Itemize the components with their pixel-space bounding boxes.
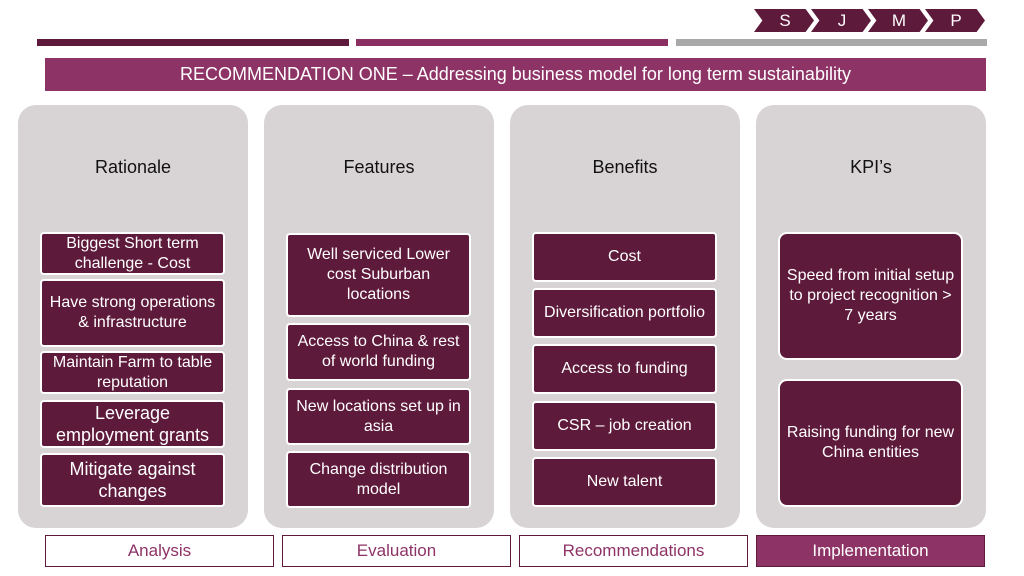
rationale-item-4: Leverage employment grants	[40, 400, 225, 448]
chevron-p[interactable]: P	[925, 9, 985, 32]
features-panel: Features Well serviced Lower cost Suburb…	[264, 105, 494, 528]
chevron-j[interactable]: J	[811, 9, 871, 32]
kpis-title: KPI’s	[850, 157, 892, 177]
stage-chevron-nav: S J M P	[754, 9, 985, 32]
chevron-s[interactable]: S	[754, 9, 814, 32]
benefits-item-3: Access to funding	[532, 344, 717, 394]
kpi-item-2: Raising funding for new China entities	[778, 379, 963, 507]
rationale-title: Rationale	[94, 157, 172, 177]
features-item-1: Well serviced Lower cost Suburban locati…	[286, 233, 471, 317]
progress-bar-segment-3	[676, 39, 987, 46]
tab-analysis[interactable]: Analysis	[45, 535, 274, 567]
tab-implementation[interactable]: Implementation	[756, 535, 985, 567]
chevron-p-label: P	[950, 11, 962, 30]
rationale-item-5: Mitigate against changes	[40, 453, 225, 507]
features-title: Features	[343, 157, 415, 177]
features-item-2: Access to China & rest of world funding	[286, 323, 471, 381]
benefits-item-1: Cost	[532, 232, 717, 282]
chevron-m-label: M	[891, 11, 907, 30]
rationale-item-1: Biggest Short term challenge - Cost	[40, 232, 225, 275]
progress-bar-segment-2	[356, 39, 668, 46]
benefits-panel: Benefits Cost Diversification portfolio …	[510, 105, 740, 528]
chevron-j-label: J	[837, 11, 847, 30]
tab-evaluation[interactable]: Evaluation	[282, 535, 511, 567]
kpis-panel: KPI’s Speed from initial setup to projec…	[756, 105, 986, 528]
benefits-item-4: CSR – job creation	[532, 401, 717, 451]
chevron-m[interactable]: M	[868, 9, 928, 32]
tab-recommendations[interactable]: Recommendations	[519, 535, 748, 567]
benefits-item-2: Diversification portfolio	[532, 288, 717, 338]
rationale-item-2: Have strong operations & infrastructure	[40, 279, 225, 347]
rationale-panel: Rationale Biggest Short term challenge -…	[18, 105, 248, 528]
rationale-item-3: Maintain Farm to table reputation	[40, 351, 225, 394]
progress-bar-segment-1	[37, 39, 349, 46]
kpi-item-1: Speed from initial setup to project reco…	[778, 232, 963, 360]
benefits-item-5: New talent	[532, 457, 717, 507]
features-item-3: New locations set up in asia	[286, 388, 471, 445]
benefits-title: Benefits	[592, 157, 658, 177]
recommendation-banner: RECOMMENDATION ONE – Addressing business…	[45, 58, 986, 91]
features-item-4: Change distribution model	[286, 451, 471, 508]
chevron-s-label: S	[779, 11, 791, 30]
